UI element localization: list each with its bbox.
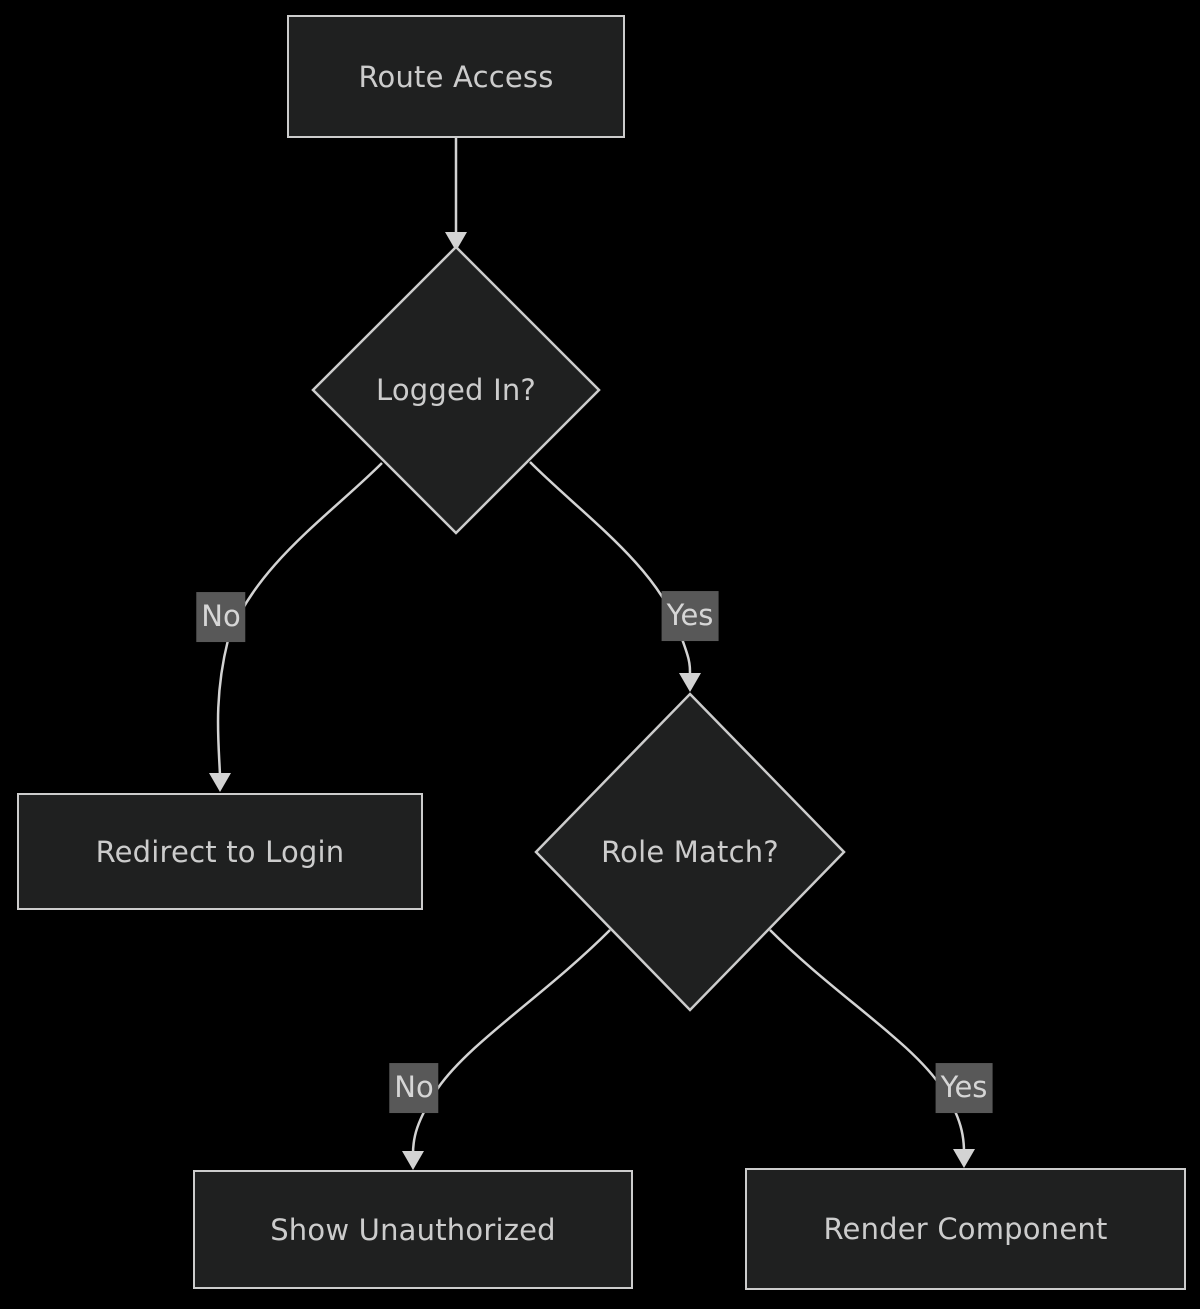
edge-role-match-yes (769, 929, 966, 1153)
node-label-render-component: Render Component (823, 1212, 1108, 1246)
node-label-show-unauthorized: Show Unauthorized (270, 1212, 556, 1247)
edge-role-match-no (411, 929, 611, 1155)
arrowhead-role-match (679, 673, 701, 692)
edge-logged-in-yes (529, 461, 692, 677)
edge-label-no-logged-in: No (196, 592, 246, 642)
node-label-route-access: Route Access (358, 59, 554, 94)
decision-diamond-logged-in (311, 245, 601, 535)
node-redirect-to-login: Redirect to Login (17, 793, 423, 910)
edge-label-no-role-match: No (389, 1063, 439, 1113)
decision-diamond-role-match (534, 692, 846, 1012)
arrowhead-show-unauthorized (402, 1151, 424, 1170)
arrowhead-logged-in (445, 232, 467, 251)
node-show-unauthorized: Show Unauthorized (193, 1170, 633, 1289)
node-route-access: Route Access (287, 15, 625, 138)
node-label-redirect-to-login: Redirect to Login (95, 834, 345, 869)
arrowhead-render-component (953, 1149, 975, 1168)
arrowhead-redirect-login (209, 773, 231, 792)
edge-label-yes-logged-in: Yes (661, 591, 719, 641)
edge-label-yes-role-match: Yes (935, 1063, 993, 1113)
node-render-component: Render Component (745, 1168, 1186, 1290)
